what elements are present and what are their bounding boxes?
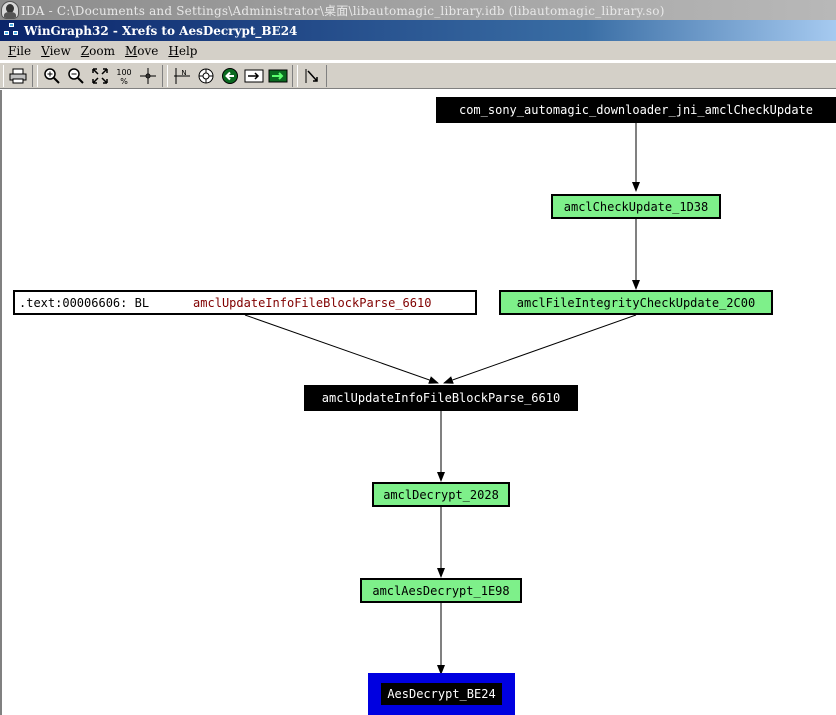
menu-help[interactable]: Help <box>168 43 198 58</box>
center-icon <box>140 67 156 84</box>
menu-move[interactable]: Move <box>124 43 159 58</box>
svg-text:N: N <box>181 69 186 77</box>
menu-view[interactable]: View <box>41 43 71 58</box>
edge-textref-to-parse <box>244 314 439 384</box>
toolbar-group-print <box>3 64 33 87</box>
zoom-100-label: 100 <box>116 68 131 77</box>
node-jni-check-update-label: com_sony_automagic_downloader_jni_amclCh… <box>458 103 813 117</box>
node-text-reference-address: .text:00006606: BL <box>19 295 150 310</box>
goto-node-icon <box>268 69 288 82</box>
node-amcl-decrypt-label: amclDecrypt_2028 <box>383 487 499 502</box>
ida-window-title: IDA - C:\Documents and Settings\Administ… <box>21 3 665 18</box>
node-amcl-file-integrity-label: amclFileIntegrityCheckUpdate_2C00 <box>516 295 756 310</box>
zoom-100-button[interactable]: 100 % <box>113 66 135 86</box>
toolbar-group-edge <box>297 64 327 87</box>
node-amcl-check-update[interactable]: amclCheckUpdate_1D38 <box>551 194 721 219</box>
graph-edges <box>244 123 640 675</box>
menu-zoom[interactable]: Zoom <box>80 43 115 58</box>
menu-file[interactable]: File <box>8 43 32 58</box>
go-back-button[interactable] <box>219 66 241 86</box>
origin-icon: N <box>174 67 190 84</box>
wingraph-titlebar: WinGraph32 - Xrefs to AesDecrypt_BE24 <box>0 20 836 41</box>
edge-integrity-to-parse <box>443 314 637 384</box>
zoom-out-button[interactable] <box>65 66 87 86</box>
svg-text:%: % <box>120 77 128 85</box>
go-forward-icon <box>244 69 264 82</box>
node-amcl-file-integrity[interactable]: amclFileIntegrityCheckUpdate_2C00 <box>499 290 773 315</box>
follow-edge-button[interactable] <box>301 66 323 86</box>
center-button[interactable] <box>137 66 159 86</box>
graph-canvas[interactable]: com_sony_automagic_downloader_jni_amclCh… <box>0 90 836 715</box>
node-aes-decrypt-target[interactable]: AesDecrypt_BE24 <box>368 673 515 715</box>
node-amcl-check-update-label: amclCheckUpdate_1D38 <box>563 199 709 214</box>
layout-button[interactable] <box>195 66 217 86</box>
go-forward-button[interactable] <box>243 66 265 86</box>
menubar: File View Zoom Move Help <box>0 41 836 61</box>
node-amcl-aes-decrypt-label: amclAesDecrypt_1E98 <box>372 583 510 598</box>
node-aes-decrypt-target-label: AesDecrypt_BE24 <box>387 687 496 701</box>
wingraph-window-title: WinGraph32 - Xrefs to AesDecrypt_BE24 <box>24 23 298 38</box>
layout-icon <box>198 68 214 83</box>
origin-button[interactable]: N <box>171 66 193 86</box>
toolbar: 100 % N <box>0 62 836 89</box>
follow-edge-icon <box>305 68 318 83</box>
node-amcl-decrypt[interactable]: amclDecrypt_2028 <box>372 482 510 507</box>
go-back-icon <box>222 67 238 84</box>
toolbar-group-nav: N <box>167 64 293 87</box>
print-icon <box>9 68 27 83</box>
goto-node-button[interactable] <box>267 66 289 86</box>
print-button[interactable] <box>7 66 29 86</box>
toolbar-group-zoom: 100 % <box>37 64 163 87</box>
node-amcl-aes-decrypt[interactable]: amclAesDecrypt_1E98 <box>360 578 522 603</box>
node-text-reference-target: amclUpdateInfoFileBlockParse_6610 <box>193 295 432 310</box>
node-amcl-update-info-parse-label: amclUpdateInfoFileBlockParse_6610 <box>321 391 561 405</box>
fit-window-button[interactable] <box>89 66 111 86</box>
graph-app-icon <box>4 22 20 39</box>
node-amcl-update-info-parse[interactable]: amclUpdateInfoFileBlockParse_6610 <box>304 385 578 411</box>
node-jni-check-update[interactable]: com_sony_automagic_downloader_jni_amclCh… <box>436 97 836 123</box>
zoom-in-icon <box>44 67 60 84</box>
fit-window-icon <box>92 67 108 84</box>
zoom-100-icon: 100 % <box>116 68 131 85</box>
ida-logo-icon <box>1 1 19 19</box>
node-aes-decrypt-target-inner: AesDecrypt_BE24 <box>381 683 502 705</box>
zoom-in-button[interactable] <box>41 66 63 86</box>
zoom-out-icon <box>68 67 84 84</box>
ida-titlebar: IDA - C:\Documents and Settings\Administ… <box>0 0 836 20</box>
node-text-reference[interactable]: .text:00006606: BL amclUpdateInfoFileBlo… <box>13 290 477 315</box>
